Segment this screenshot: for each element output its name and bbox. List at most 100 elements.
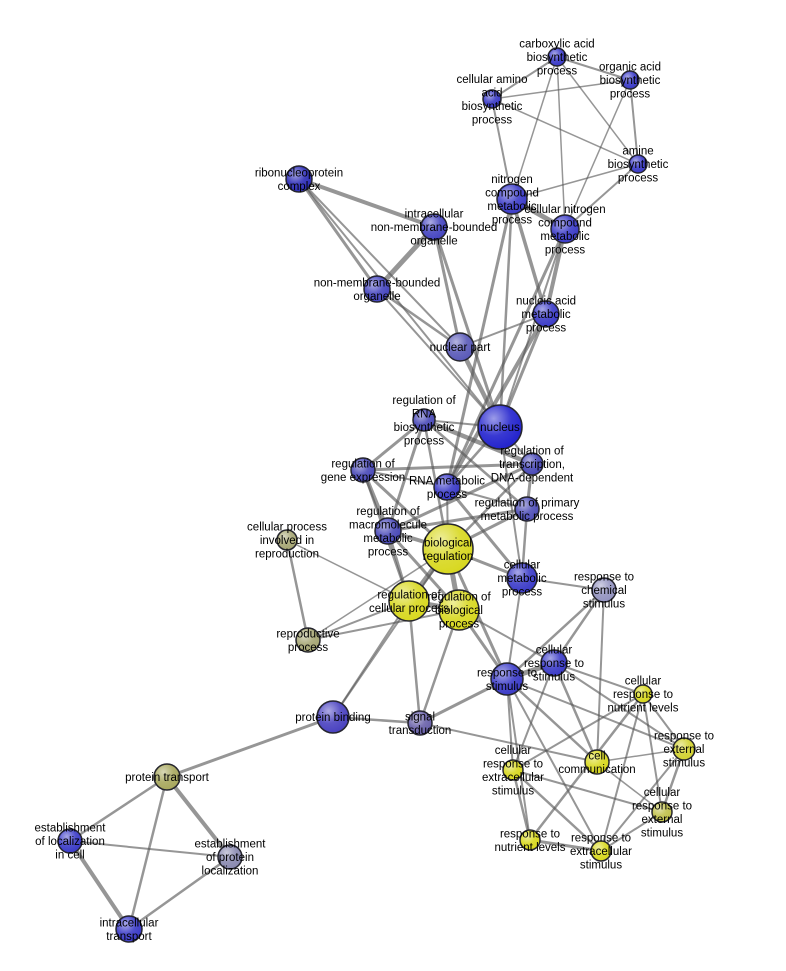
node-shine-overlay xyxy=(552,216,578,242)
node-amine-biosynthetic-process[interactable] xyxy=(628,154,648,174)
edge-regulation-of-primary-metabolic-process--regulation-of-macromolecule-metabolic-process xyxy=(386,507,529,533)
node-shine-overlay xyxy=(297,629,319,651)
node-protein-binding[interactable] xyxy=(316,700,350,734)
edge-protein-transport--establishment-of-protein-localization xyxy=(165,775,232,859)
node-intracellular-transport[interactable] xyxy=(115,915,143,943)
node-response-to-stimulus[interactable] xyxy=(490,662,524,696)
node-shine-overlay xyxy=(447,334,473,360)
node-establishment-of-localization-in-cell[interactable] xyxy=(57,828,83,854)
edge-response-to-stimulus--response-to-nutrient-levels xyxy=(506,678,531,841)
node-response-to-external-stimulus[interactable] xyxy=(672,737,696,761)
node-shine-overlay xyxy=(521,831,539,849)
node-nucleus[interactable] xyxy=(477,404,523,450)
edge-cellular-amino-acid-biosynthetic-process--amine-biosynthetic-process xyxy=(491,98,639,165)
node-shine-overlay xyxy=(549,49,565,65)
edge-organic-acid-biosynthetic-process--amine-biosynthetic-process xyxy=(629,79,639,165)
edge-nucleic-acid-metabolic-process--rna-metabolic-process xyxy=(445,312,548,489)
edge-carboxylic-acid-biosynthetic-process--organic-acid-biosynthetic-process xyxy=(556,56,631,81)
node-shine-overlay xyxy=(534,302,558,326)
edge-cellular-response-to-stimulus--cellular-response-to-extracellular-stimulus xyxy=(512,662,555,771)
edge-amine-biosynthetic-process--nitrogen-compound-metabolic-process xyxy=(511,163,639,200)
node-regulation-of-cellular-process[interactable] xyxy=(388,580,430,622)
node-shine-overlay xyxy=(287,167,311,191)
edge-regulation-of-rna-biosynthetic-process--regulation-of-gene-expression xyxy=(361,418,426,472)
node-regulation-of-biological-process[interactable] xyxy=(438,589,480,631)
node-non-membrane-bounded-organelle[interactable] xyxy=(363,275,391,303)
node-nucleic-acid-metabolic-process[interactable] xyxy=(532,300,560,328)
node-shine-overlay xyxy=(352,459,374,481)
node-nitrogen-compound-metabolic-process[interactable] xyxy=(496,183,528,215)
node-carboxylic-acid-biosynthetic-process[interactable] xyxy=(547,47,567,67)
node-cellular-response-to-nutrient-levels[interactable] xyxy=(633,684,653,704)
edge-carboxylic-acid-biosynthetic-process--amine-biosynthetic-process xyxy=(556,56,639,165)
edge-non-membrane-bounded-organelle--nucleus xyxy=(376,288,501,428)
edge-regulation-of-rna-biosynthetic-process--regulation-of-transcription-dna-dependent xyxy=(421,417,535,467)
node-shine-overlay xyxy=(542,651,566,675)
edge-response-to-chemical-stimulus--cellular-response-to-stimulus xyxy=(552,588,606,665)
edge-rna-metabolic-process--cellular-metabolic-process xyxy=(445,485,524,580)
edge-cellular-amino-acid-biosynthetic-process--nitrogen-compound-metabolic-process xyxy=(491,98,513,200)
nodes-layer xyxy=(57,47,696,943)
node-shine-overlay xyxy=(674,739,694,759)
node-cellular-nitrogen-compound-metabolic-process[interactable] xyxy=(550,214,580,244)
edge-regulation-of-rna-biosynthetic-process--regulation-of-macromolecule-metabolic-process xyxy=(386,418,426,533)
node-shine-overlay xyxy=(653,803,671,821)
edge-cellular-nitrogen-compound-metabolic-process--nucleus xyxy=(499,228,566,428)
node-organic-acid-biosynthetic-process[interactable] xyxy=(620,70,640,90)
node-cellular-response-to-extracellular-stimulus[interactable] xyxy=(502,759,524,781)
node-shine-overlay xyxy=(155,765,179,789)
node-signal-transduction[interactable] xyxy=(407,710,433,736)
node-shine-overlay xyxy=(278,531,296,549)
edge-ribonucleoprotein-complex--nuclear-part xyxy=(298,178,461,348)
node-shine-overlay xyxy=(422,215,446,239)
node-shine-overlay xyxy=(318,702,348,732)
node-shine-overlay xyxy=(59,830,81,852)
edge-cell-communication--signal-transduction xyxy=(419,722,598,763)
node-shine-overlay xyxy=(424,525,472,573)
node-response-to-extracellular-stimulus[interactable] xyxy=(590,840,612,862)
edge-response-to-stimulus--cell-communication xyxy=(505,677,599,764)
node-shine-overlay xyxy=(479,406,521,448)
node-cell-communication[interactable] xyxy=(584,749,610,775)
edge-cellular-response-to-stimulus--cellular-response-to-nutrient-levels xyxy=(553,662,644,695)
node-cellular-metabolic-process[interactable] xyxy=(506,562,538,594)
node-protein-transport[interactable] xyxy=(153,763,181,791)
edge-organic-acid-biosynthetic-process--cellular-amino-acid-biosynthetic-process xyxy=(491,79,631,100)
node-response-to-chemical-stimulus[interactable] xyxy=(591,577,617,603)
node-shine-overlay xyxy=(414,410,434,430)
edge-ribonucleoprotein-complex--non-membrane-bounded-organelle xyxy=(297,177,379,291)
node-cellular-response-to-external-stimulus[interactable] xyxy=(651,801,673,823)
node-intracellular-non-membrane-bounded-organelle[interactable] xyxy=(420,213,448,241)
edge-ribonucleoprotein-complex--nucleus xyxy=(298,178,501,428)
node-cellular-response-to-stimulus[interactable] xyxy=(540,649,568,677)
node-response-to-nutrient-levels[interactable] xyxy=(519,829,541,851)
node-shine-overlay xyxy=(365,277,389,301)
node-regulation-of-transcription-dna-dependent[interactable] xyxy=(520,452,544,476)
edge-response-to-stimulus--response-to-extracellular-stimulus xyxy=(506,678,602,852)
edge-cellular-response-to-external-stimulus--response-to-extracellular-stimulus xyxy=(600,811,663,852)
node-nuclear-part[interactable] xyxy=(445,332,475,362)
node-regulation-of-gene-expression[interactable] xyxy=(350,457,376,483)
edge-reproductive-process--regulation-of-biological-process xyxy=(307,609,460,641)
node-regulation-of-rna-biosynthetic-process[interactable] xyxy=(412,408,436,432)
edge-protein-transport--establishment-of-localization-in-cell xyxy=(68,775,169,843)
node-shine-overlay xyxy=(622,72,638,88)
node-biological-regulation[interactable] xyxy=(422,523,474,575)
edge-response-to-nutrient-levels--response-to-extracellular-stimulus xyxy=(528,838,603,853)
node-shine-overlay xyxy=(492,664,522,694)
node-ribonucleoprotein-complex[interactable] xyxy=(285,165,313,193)
edge-nitrogen-compound-metabolic-process--rna-metabolic-process xyxy=(445,197,514,489)
edge-cellular-response-to-extracellular-stimulus--response-to-nutrient-levels xyxy=(511,768,532,842)
edge-cellular-response-to-nutrient-levels--cellular-response-to-extracellular-stimulus xyxy=(512,693,644,771)
node-rna-metabolic-process[interactable] xyxy=(433,473,461,501)
node-establishment-of-protein-localization[interactable] xyxy=(217,844,243,870)
node-reproductive-process[interactable] xyxy=(295,627,321,653)
node-cellular-process-involved-in-reproduction[interactable] xyxy=(276,529,298,551)
node-cellular-amino-acid-biosynthetic-process[interactable] xyxy=(482,89,502,109)
edge-establishment-of-localization-in-cell--intracellular-transport xyxy=(68,839,131,931)
node-regulation-of-macromolecule-metabolic-process[interactable] xyxy=(374,517,402,545)
node-regulation-of-primary-metabolic-process[interactable] xyxy=(514,496,540,522)
edge-nucleic-acid-metabolic-process--nuclear-part xyxy=(459,313,547,348)
